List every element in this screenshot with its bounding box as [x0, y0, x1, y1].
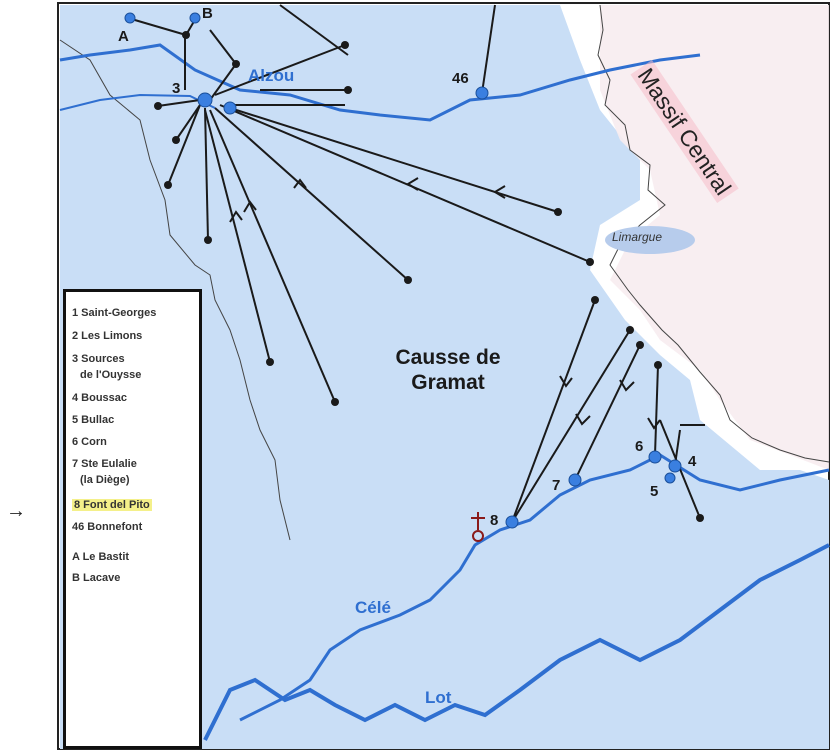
flow-arrows [229, 177, 661, 430]
legend-item: 46 Bonnefont [72, 521, 143, 533]
point-label-b: B [202, 5, 213, 22]
limargue-area [605, 226, 695, 254]
tracer-endpoints [154, 31, 704, 522]
legend-item-highlighted: 8 Font del Pito [72, 499, 152, 511]
river-cele [239, 453, 830, 722]
point-label-6: 6 [635, 438, 644, 455]
legend-item: de l'Ouysse [80, 369, 142, 381]
legend-item: 5 Bullac [72, 414, 115, 426]
river-label-alzou: Alzou [248, 66, 295, 85]
legend-item: 7 Ste Eulalie [72, 458, 137, 470]
legend-item: 1 Saint-Georges [72, 307, 157, 319]
legend-item: (la Diège) [80, 474, 130, 486]
legend-item: 2 Les Limons [72, 330, 143, 342]
tracer-lines [127, 4, 705, 523]
point-label-a: A [118, 28, 129, 45]
river-label-cele: Célé [355, 598, 391, 617]
region-label-causse: Causse de Gramat [395, 346, 501, 394]
legend-item: B Lacave [72, 572, 121, 584]
point-label-46: 46 [452, 70, 469, 87]
region-label-limargue: Limargue [612, 230, 663, 244]
legend-box: 1 Saint-Georges 2 Les Limons 3 Sources d… [63, 289, 202, 749]
region-boundary [597, 4, 830, 463]
west-boundary [59, 39, 291, 541]
river-lot [203, 543, 830, 741]
point-label-7: 7 [552, 477, 561, 494]
spring-points [124, 12, 682, 529]
river-alzou [59, 43, 701, 122]
legend-item: 3 Sources [72, 353, 125, 365]
causse-area [60, 5, 829, 749]
point-label-8: 8 [490, 512, 499, 529]
font-del-pito-marker [471, 512, 485, 542]
point-label-4: 4 [688, 453, 697, 470]
point-label-5: 5 [650, 483, 659, 500]
massif-area [600, 5, 829, 470]
legend-item: 4 Boussac [72, 392, 128, 404]
legend-item: 6 Corn [72, 436, 107, 448]
legend-item: A Le Bastit [72, 551, 130, 563]
river-label-lot: Lot [425, 688, 452, 707]
pointer-arrow-icon: → [6, 500, 26, 522]
point-label-3: 3 [172, 80, 181, 97]
